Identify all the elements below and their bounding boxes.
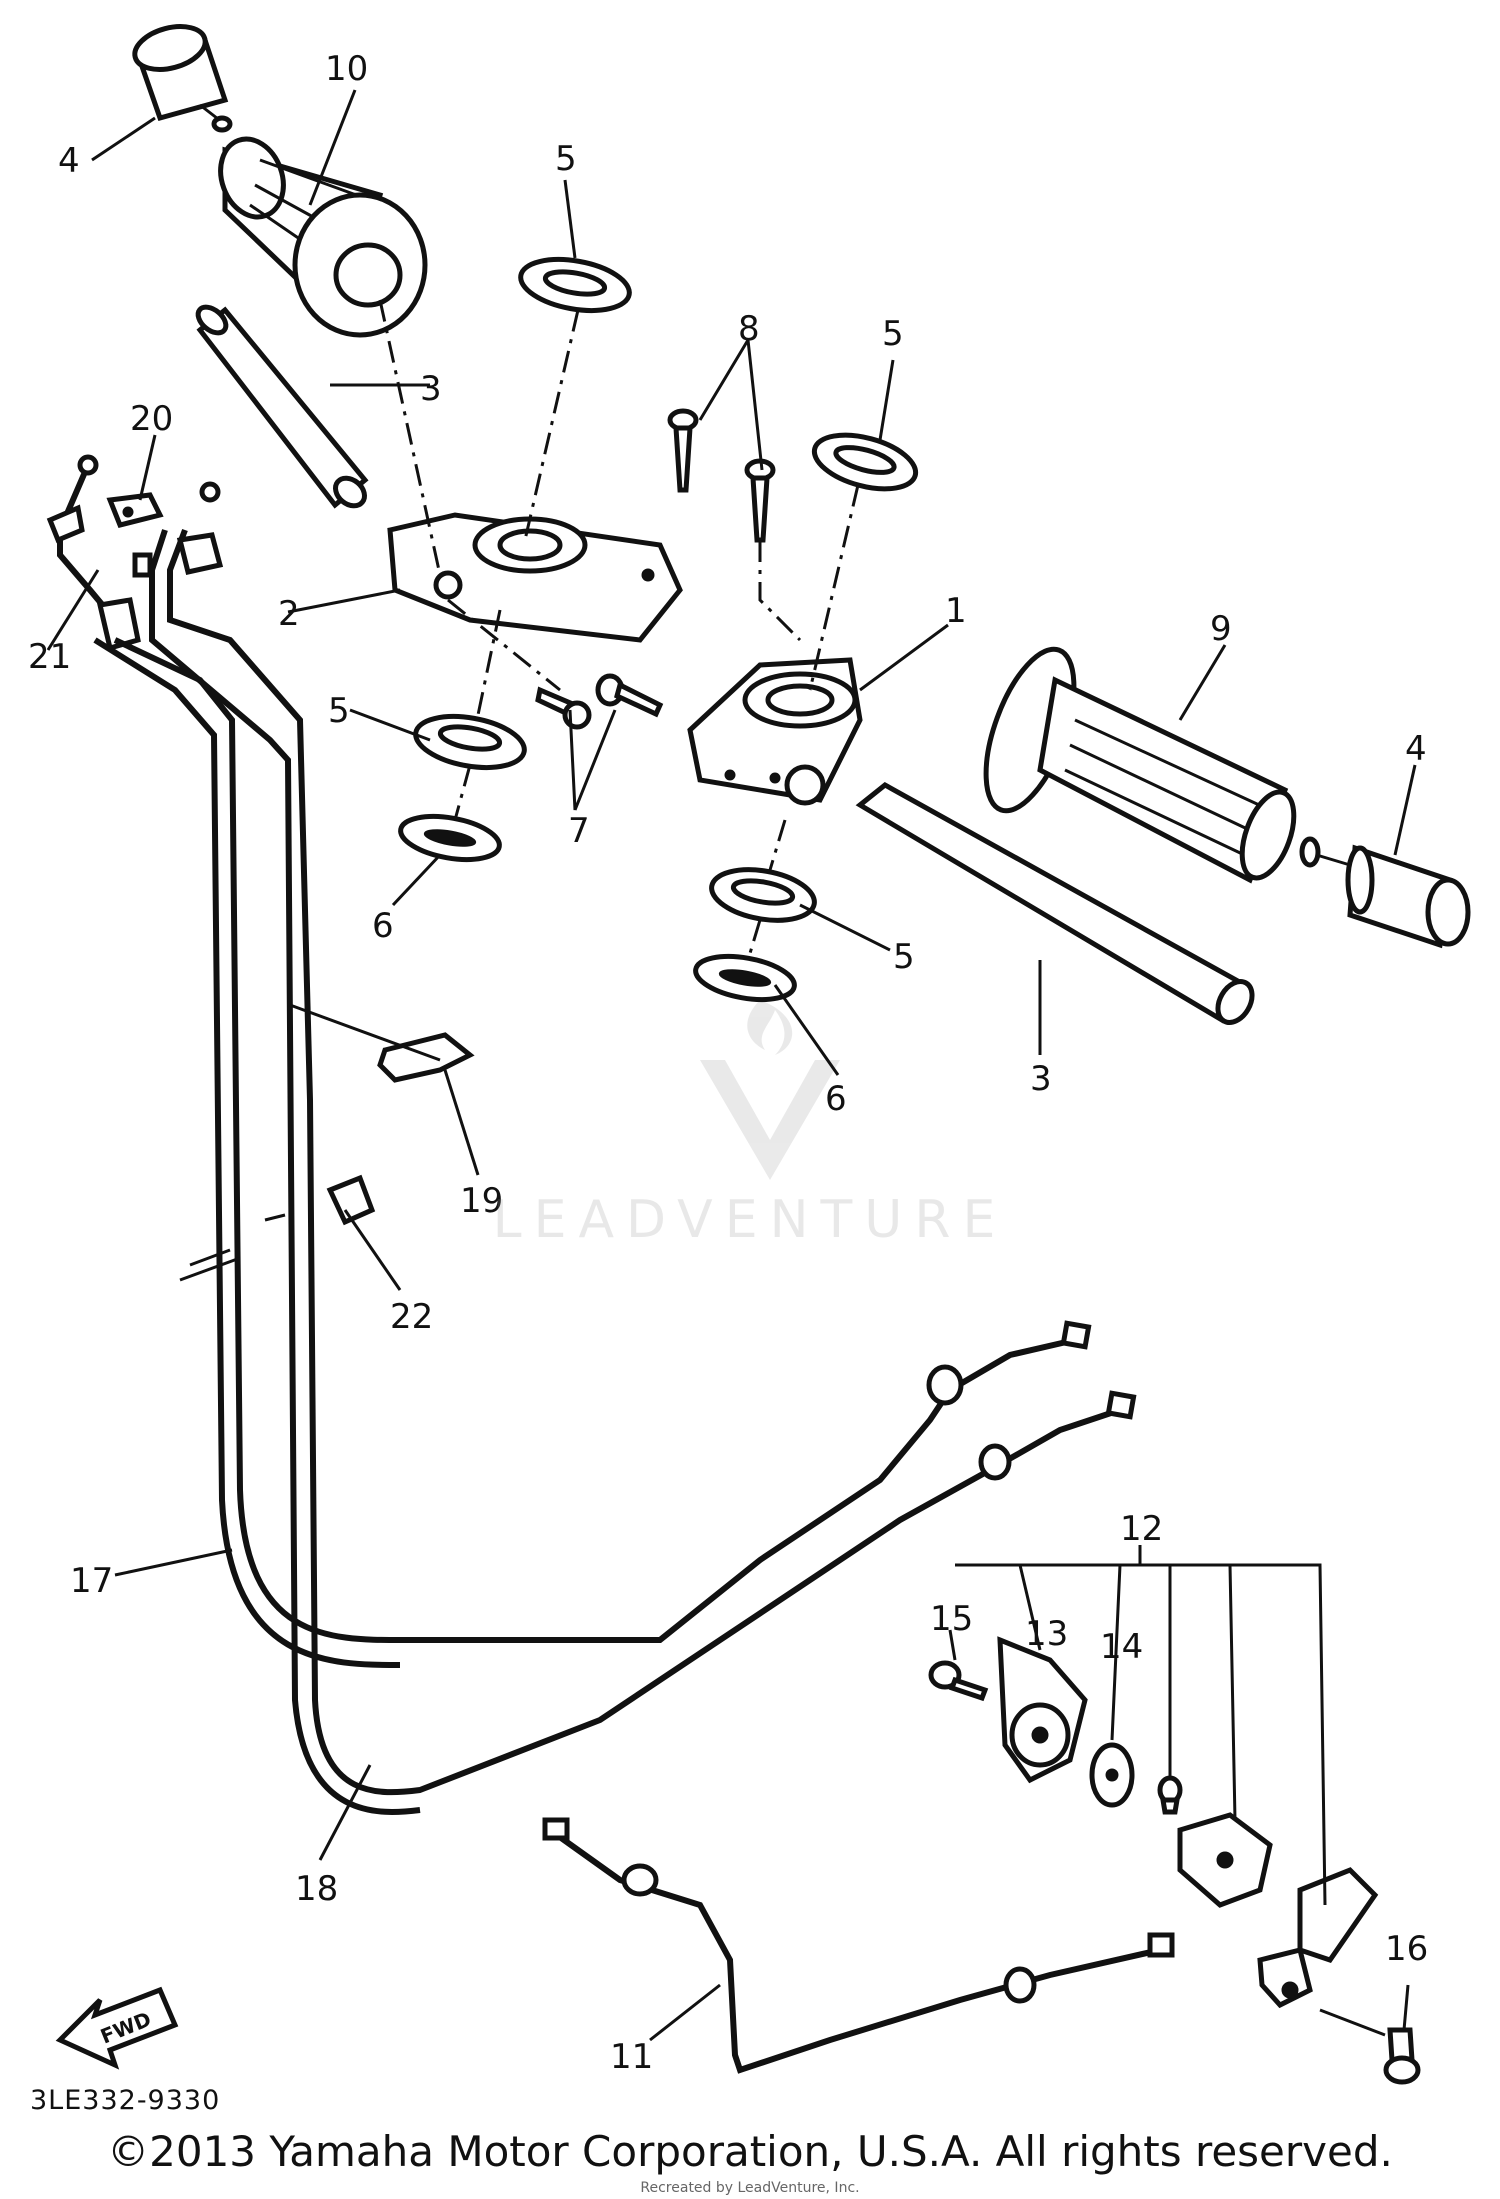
copyright-notice: ©2013 Yamaha Motor Corporation, U.S.A. A… (107, 2127, 1393, 2176)
callout-22: 22 (390, 1297, 433, 1337)
part-12-bracket (1257, 1867, 1379, 2009)
callout-10: 10 (325, 49, 368, 89)
part-8-screw-right (744, 458, 776, 543)
credit-line: Recreated by LeadVenture, Inc. (640, 2180, 860, 2196)
part-14-washer (1089, 1742, 1135, 1808)
part-7-screw-right (595, 673, 664, 718)
callout-6-right: 6 (825, 1079, 847, 1119)
callout-5-lower-left: 5 (328, 691, 350, 731)
callout-2: 2 (278, 594, 300, 634)
part-22-clamp (179, 1174, 376, 1282)
callout-5-right: 5 (882, 314, 904, 354)
callout-7: 7 (568, 811, 590, 851)
callout-12: 12 (1120, 1509, 1163, 1549)
part-10-throttle-grip (218, 136, 428, 338)
callout-18: 18 (295, 1869, 338, 1909)
assembly-lines (378, 299, 860, 961)
part-15-screw (928, 1660, 989, 1702)
part-1-switch-housing-upper (687, 657, 863, 806)
callout-1: 1 (945, 591, 967, 631)
part-7-screw-left (535, 686, 592, 730)
callout-14: 14 (1100, 1627, 1143, 1667)
part-21-cable-end (46, 454, 153, 652)
diagram-code: 3LE332-9330 (30, 2085, 221, 2116)
part-12-pulley-housing (1177, 1812, 1273, 1908)
part-20-plate (106, 492, 164, 528)
watermark-text: LEADVENTURE (492, 1190, 1008, 1250)
watermark-logo (700, 1000, 840, 1180)
part-4-bar-end-right (1299, 836, 1471, 949)
callout-5-top: 5 (555, 139, 577, 179)
callout-3-right: 3 (1030, 1059, 1052, 1099)
leader-lines (46, 89, 1417, 2042)
part-5-seal-right (811, 432, 919, 492)
fwd-arrow-icon: FWD (55, 1986, 179, 2070)
callout-16: 16 (1385, 1929, 1428, 1969)
callout-17: 17 (70, 1561, 113, 1601)
callout-6-left: 6 (372, 906, 394, 946)
part-3-handlebar-pipe-right (855, 782, 1255, 1025)
part-16-screw (1383, 2027, 1421, 2085)
part-5-seal-top (518, 257, 632, 313)
callout-9: 9 (1210, 609, 1232, 649)
callouts: 4 10 5 8 5 3 20 21 2 1 9 4 5 7 6 5 3 6 1… (28, 49, 1428, 2077)
part-5-seal-lower-right (709, 867, 817, 923)
part-3-throttle-pipe-left (195, 304, 369, 509)
callout-21: 21 (28, 637, 71, 677)
part-6-washer-right (693, 953, 797, 1003)
part-5-seal-lower-left (413, 714, 527, 770)
part-2-switch-housing-lower (387, 512, 683, 643)
callout-8: 8 (738, 309, 760, 349)
part-4-bar-end-left (132, 24, 233, 133)
callout-15: 15 (930, 1599, 973, 1639)
callout-11: 11 (610, 2037, 653, 2077)
part-9-grip-right (983, 646, 1297, 884)
part-13-pulley (997, 1636, 1088, 1784)
callout-5-lower-right: 5 (893, 937, 915, 977)
callout-20: 20 (130, 399, 173, 439)
part-12-screw-small (1157, 1775, 1183, 1815)
part-18-throttle-cable (149, 481, 1137, 1815)
callout-3-left: 3 (420, 369, 442, 409)
callout-19: 19 (460, 1181, 503, 1221)
callout-4-right: 4 (1405, 729, 1427, 769)
part-8-screw-left (667, 408, 699, 493)
part-11-cable (542, 1817, 1175, 2074)
callout-13: 13 (1025, 1614, 1068, 1654)
part-17-throttle-cable (93, 637, 1092, 1668)
callout-4-left: 4 (58, 141, 80, 181)
part-6-washer-left (398, 813, 502, 863)
